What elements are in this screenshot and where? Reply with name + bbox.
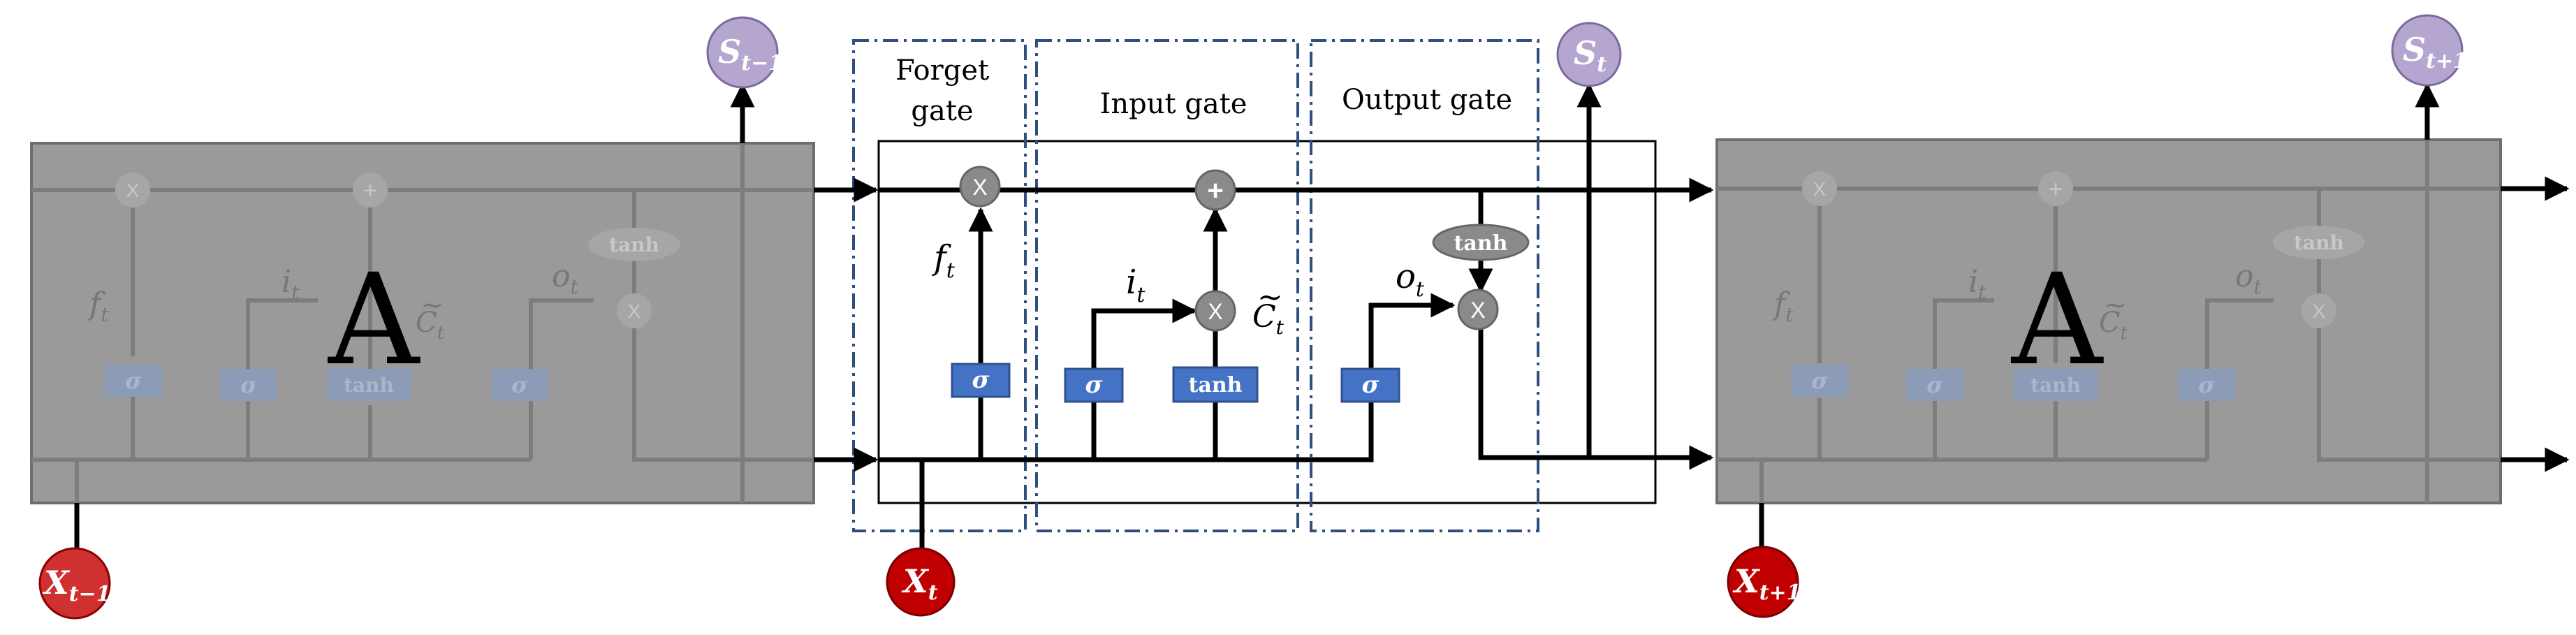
svg-text:Xt+1: Xt+1 [1732, 562, 1801, 605]
svg-text:tanh: tanh [344, 374, 394, 397]
output-multiply-node: X [1457, 289, 1499, 330]
faded-sigma-box [1906, 369, 1963, 401]
state-current-node: St [1556, 22, 1622, 87]
faded-tanh-box [2014, 369, 2098, 401]
svg-text:Xt−1: Xt−1 [42, 564, 111, 606]
svg-text:Ct: Ct [1252, 299, 1285, 339]
svg-text:tanh: tanh [609, 233, 659, 256]
lstm-cell-previous: X + X tanh σ σ tanh σ A ft it ot ~ Ct [30, 142, 815, 504]
faded-add-node [2038, 171, 2073, 206]
output-gate-region [1310, 39, 1539, 532]
svg-text:σ: σ [1811, 367, 1828, 394]
input-gate-region [1035, 39, 1299, 532]
forget-gate-title: Forget [895, 54, 989, 87]
svg-text:σ: σ [2198, 372, 2215, 398]
svg-text:Ct: Ct [2099, 307, 2128, 344]
faded-sigma-box [491, 369, 548, 401]
svg-text:σ: σ [1926, 372, 1943, 398]
faded-multiply-node [115, 173, 150, 207]
forget-multiply-node: X [959, 166, 1001, 207]
svg-text:tanh: tanh [2030, 374, 2081, 397]
input-prev-node: Xt−1 [38, 547, 111, 620]
lstm-cell-next: X + X tanh σ σ tanh σ A ft it ot ~ Ct [1715, 138, 2502, 504]
faded-output-multiply-node [617, 293, 652, 328]
lstm-cell-current: Forget gate Input gate Output gate [74, 39, 2570, 552]
cell-body [1715, 138, 2502, 504]
input-gate-title: Input gate [1100, 88, 1247, 120]
svg-text:X: X [126, 180, 140, 201]
candidate-label: ~ Ct [1252, 279, 1285, 339]
svg-text:σ: σ [240, 372, 257, 398]
svg-text:tanh: tanh [2294, 231, 2344, 254]
svg-text:X: X [1470, 298, 1485, 323]
faded-sigma-box [2178, 369, 2235, 401]
forget-gate-region [852, 39, 1027, 532]
input-gate-label: it [1126, 263, 1146, 307]
cell-letter-a: A [327, 247, 420, 393]
cell-body [30, 142, 815, 504]
svg-text:+: + [2049, 176, 2063, 203]
svg-text:~: ~ [420, 289, 444, 321]
faded-i-label: it [281, 264, 300, 304]
faded-add-node [353, 173, 388, 207]
faded-sigma-box [1791, 365, 1848, 397]
input-multiply-node: X [1194, 290, 1236, 332]
faded-output-multiply-node [2301, 293, 2336, 328]
output-sigma-box: σ [1340, 367, 1400, 403]
faded-o-label: ot [552, 258, 579, 298]
state-next-node: St+1 [2391, 14, 2468, 87]
forget-gate-label: ft [932, 238, 956, 283]
svg-text:σ: σ [972, 366, 990, 394]
svg-text:X: X [2313, 300, 2326, 322]
input-sigma-box: σ [1064, 367, 1124, 403]
svg-text:St+1: St+1 [2403, 31, 2468, 73]
svg-text:Ct: Ct [416, 307, 445, 344]
svg-text:tanh: tanh [1189, 373, 1243, 397]
input-current-node: Xt [886, 547, 956, 617]
svg-text:tanh: tanh [1454, 231, 1508, 256]
svg-text:+: + [1207, 175, 1223, 206]
svg-text:X: X [1813, 178, 1827, 200]
svg-text:σ: σ [125, 367, 142, 394]
forget-sigma-box: σ [951, 363, 1011, 398]
svg-text:σ: σ [1085, 371, 1103, 399]
cell-letter-a: A [2010, 247, 2104, 393]
output-gate-title: Output gate [1342, 84, 1512, 116]
output-gate-label: ot [1396, 257, 1425, 302]
svg-text:+: + [363, 177, 377, 204]
faded-c-label: ~ Ct [416, 289, 445, 344]
forget-gate-title-line2: gate [911, 95, 973, 127]
faded-multiply-node [1802, 171, 1837, 206]
faded-sigma-box [105, 365, 162, 397]
cell-outline [877, 140, 1657, 504]
faded-sigma-box [220, 369, 277, 401]
faded-tanh-box [327, 369, 411, 401]
svg-text:X: X [628, 300, 641, 322]
input-next-node: Xt+1 [1727, 546, 1801, 618]
svg-text:~: ~ [2104, 289, 2128, 321]
svg-text:σ: σ [1361, 371, 1380, 399]
faded-o-label: ot [2235, 258, 2262, 298]
state-prev-node: St−1 [706, 16, 783, 89]
svg-text:~: ~ [1257, 279, 1283, 315]
svg-text:X: X [1208, 299, 1222, 324]
faded-tanh-node [588, 228, 680, 261]
output-tanh-node: tanh [1432, 224, 1530, 261]
svg-text:St−1: St−1 [718, 33, 783, 75]
svg-text:Xt: Xt [901, 562, 938, 605]
faded-tanh-node [2273, 226, 2365, 259]
svg-text:X: X [972, 175, 987, 200]
faded-c-label: ~ Ct [2099, 289, 2128, 344]
svg-text:St: St [1574, 34, 1607, 77]
faded-i-label: it [1968, 264, 1986, 304]
cell-add-node: + [1194, 169, 1236, 211]
svg-text:σ: σ [511, 372, 528, 398]
candidate-tanh-box: tanh [1172, 366, 1259, 403]
